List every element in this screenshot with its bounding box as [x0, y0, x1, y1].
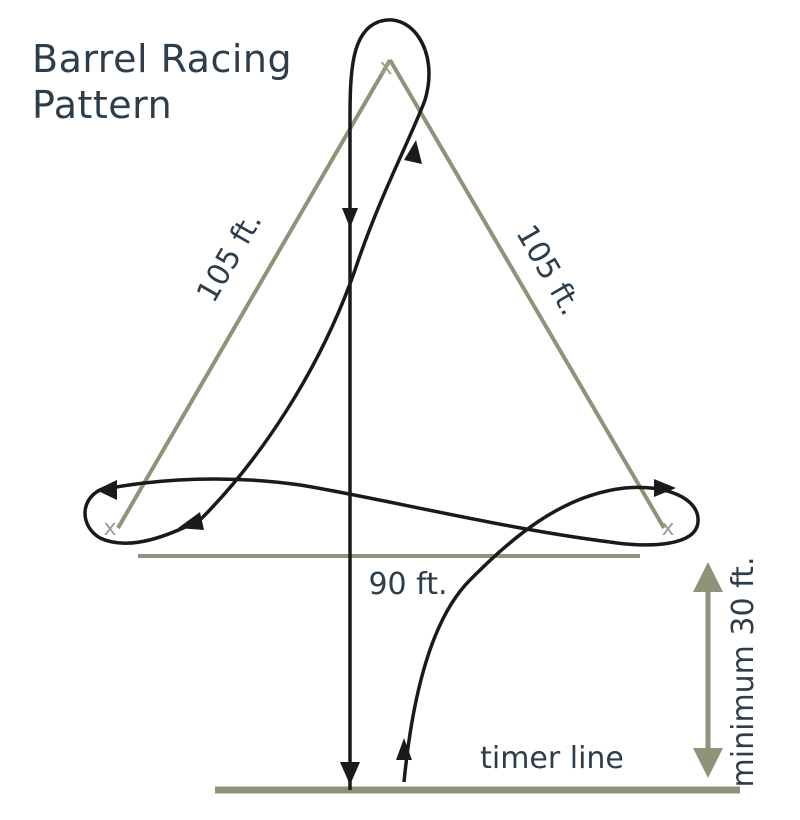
- barrel-marker-left: x: [103, 516, 116, 541]
- direction-arrow-finish: [340, 762, 360, 785]
- direction-arrow-entry: [396, 738, 412, 760]
- direction-arrow-right-barrel: [654, 479, 676, 497]
- timer-line-label: timer line: [480, 741, 624, 776]
- left-side-label: 105 ft.: [190, 206, 269, 308]
- direction-arrow-climb: [404, 140, 422, 164]
- path-left-to-top-barrel: [198, 18, 431, 522]
- direction-arrow-left-barrel: [96, 480, 117, 500]
- direction-arrow-cross: [178, 512, 204, 530]
- title-line-1: Barrel Racing: [32, 37, 293, 81]
- diagram-title: Barrel Racing Pattern: [32, 36, 292, 128]
- right-side-label: 105 ft.: [509, 219, 588, 321]
- barrel-marker-top: x: [379, 55, 392, 80]
- left-side-line: [116, 58, 392, 530]
- title-line-2: Pattern: [32, 83, 173, 127]
- barrel-marker-right: x: [661, 516, 674, 541]
- direction-arrow-down-top: [342, 208, 358, 228]
- right-side-line: [388, 58, 666, 530]
- minimum-label: minimum 30 ft.: [726, 557, 761, 788]
- path-right-to-left-barrel: [83, 477, 611, 545]
- path-entry-to-right-barrel: [402, 485, 700, 783]
- base-label: 90 ft.: [368, 567, 447, 602]
